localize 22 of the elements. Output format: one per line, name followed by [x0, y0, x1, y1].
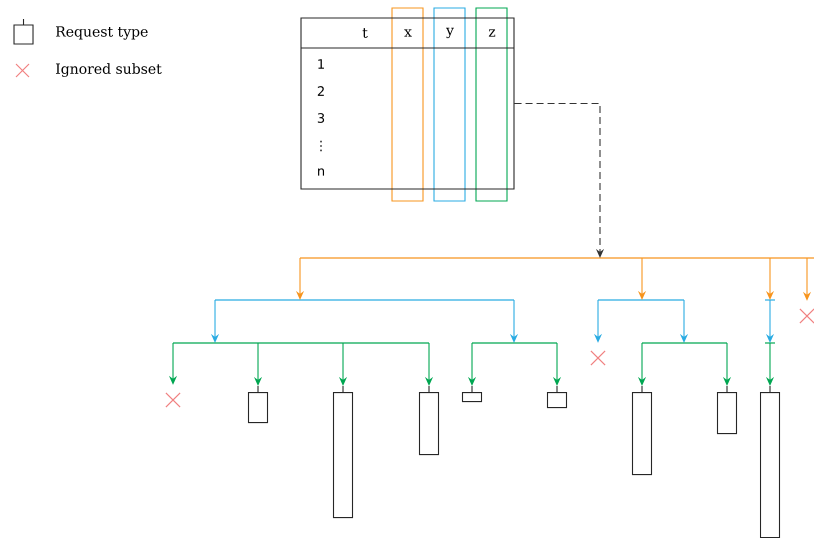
branch-line	[300, 257, 814, 259]
legend-label: Request type	[56, 26, 148, 40]
branch-line	[472, 342, 557, 344]
cross-mark	[590, 350, 606, 366]
request-box	[332, 386, 354, 518]
legend-label: Ignored subset	[56, 63, 162, 77]
branch-line	[765, 299, 775, 301]
branch-line	[215, 299, 514, 301]
request-box	[760, 386, 780, 538]
branch-line	[173, 342, 429, 344]
request-box	[418, 386, 440, 456]
cross-mark	[799, 308, 814, 324]
branch-line	[642, 342, 727, 344]
request-box	[462, 386, 482, 402]
branch-line	[765, 342, 775, 344]
request-box	[546, 386, 568, 408]
request-box	[716, 386, 738, 434]
data-table: t x y z 1 2 3 ⋮ n	[300, 17, 515, 190]
branch-line	[598, 299, 684, 301]
request-box	[248, 386, 268, 424]
request-box	[632, 386, 652, 476]
cross-mark	[165, 392, 181, 408]
